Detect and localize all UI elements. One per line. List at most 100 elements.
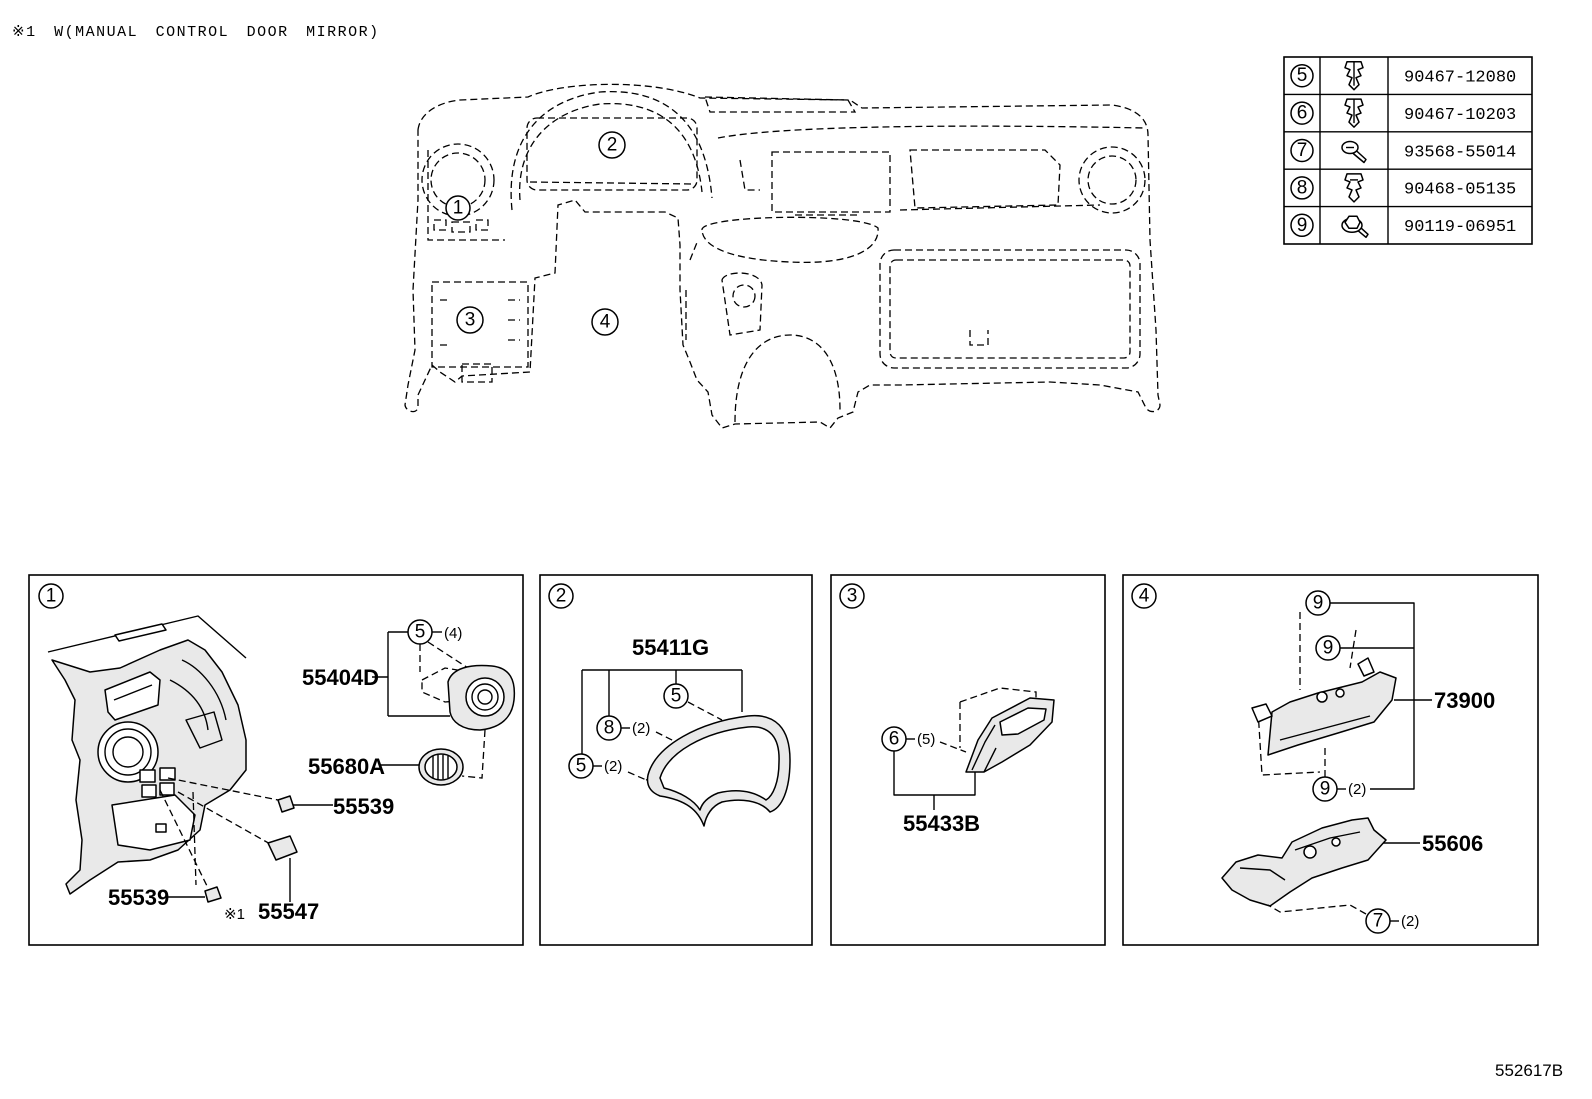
fastener-table: 5 90467-12080 6 90467-10203 7	[1283, 56, 1533, 245]
callout-circle	[663, 683, 689, 709]
assembly-guide-lines	[1257, 612, 1357, 777]
small-clip-hole	[155, 823, 167, 833]
callout-number: 2	[607, 135, 618, 156]
callout-9: 9	[1312, 776, 1338, 802]
center-pocket-outline	[701, 216, 879, 264]
cover-lip	[971, 724, 997, 773]
left-clip-hole	[475, 219, 489, 231]
callout-number: 5	[671, 686, 682, 707]
overview-callout-3: 3	[456, 306, 484, 334]
part-label-55411G: 55411G	[632, 635, 709, 660]
bracket-detail	[185, 711, 223, 749]
part-number: 90119-06951	[1404, 218, 1516, 237]
table-ref-5: 5	[1290, 63, 1314, 88]
knee-panel-section	[111, 794, 196, 851]
switch-base	[267, 835, 298, 861]
dashboard-outline	[404, 83, 1161, 429]
part-label-55433B: 55433B	[903, 811, 980, 836]
callout-number: 3	[465, 310, 476, 331]
quantity-label: (2)	[632, 720, 650, 737]
vent-inner	[424, 753, 458, 781]
table-ref-8: 8	[1290, 176, 1314, 200]
callout-number: 5	[1297, 65, 1308, 86]
callout-circle	[1290, 101, 1314, 125]
clip-icon	[1344, 173, 1364, 203]
center-display-opening	[771, 151, 891, 213]
center-side-lines	[685, 239, 699, 340]
part-number: 93568-55014	[1404, 143, 1516, 162]
table-row: 7 93568-55014	[1290, 138, 1516, 164]
overview-callout-1: 1	[445, 195, 471, 221]
screw-icon	[1341, 140, 1367, 164]
defroster-slot	[704, 96, 857, 113]
detail-panel-1: 1 55404D 5 (4)	[28, 574, 524, 946]
table-row: 5 90467-12080	[1290, 60, 1516, 91]
center-tunnel-arch	[734, 334, 841, 423]
panel-number: 3	[839, 583, 865, 609]
panel-number: 2	[548, 583, 574, 609]
mounting-bracket	[1251, 703, 1273, 723]
part-label-55539: 55539	[333, 794, 394, 819]
bolt-icon	[1341, 215, 1369, 239]
tray-hole	[1331, 837, 1341, 847]
switch-hole	[159, 767, 176, 781]
panel-frame	[830, 574, 1106, 946]
overview-callout-2: 2	[598, 131, 626, 159]
callout-circle	[591, 308, 619, 336]
right-vent-inner	[1087, 155, 1137, 205]
callout-5: 5	[407, 619, 433, 645]
upper-vent-opening	[104, 671, 161, 721]
left-panel-edge	[427, 150, 505, 241]
figure-id: 552617B	[1495, 1061, 1563, 1080]
center-lower-line	[899, 204, 1101, 211]
clip-shape	[1344, 173, 1364, 203]
detail-panel-3: 3 6 (5) 55433B	[830, 574, 1106, 946]
table-row: 6 90467-10203	[1290, 98, 1516, 128]
table-ref-7: 7	[1290, 138, 1314, 163]
callout-circle	[1131, 583, 1157, 609]
table-ref-9: 9	[1290, 213, 1314, 238]
overview-callout-4: 4	[591, 308, 619, 336]
callout-circle	[456, 306, 484, 334]
switch-hole	[159, 782, 175, 796]
assembly-guide-lines	[627, 701, 723, 787]
left-clip-hole	[451, 221, 471, 233]
callout-circle	[38, 583, 64, 609]
callout-number: 8	[1297, 177, 1308, 198]
callout-9: 9	[1305, 590, 1331, 616]
tray-ribs	[1239, 831, 1361, 881]
callout-circle	[839, 583, 865, 609]
under-cover-tray	[1221, 817, 1387, 907]
callout-7: 7	[1365, 908, 1391, 934]
callout-number: 7	[1297, 140, 1308, 161]
clip-icon	[1344, 60, 1364, 91]
panel-crease	[1279, 715, 1371, 741]
callout-circle	[1290, 63, 1314, 88]
callout-number: 1	[453, 198, 464, 219]
glovebox-opening	[879, 249, 1141, 369]
callout-number: 9	[1320, 779, 1331, 800]
left-vent-inner	[430, 152, 486, 208]
part-label-73900: 73900	[1434, 688, 1495, 713]
footnote-mark: ※1	[224, 906, 245, 923]
vent-rib	[113, 684, 153, 701]
callout-9: 9	[1315, 635, 1341, 661]
callout-circle	[548, 583, 574, 609]
assembly-guide-lines	[419, 641, 469, 672]
round-vent-ring	[104, 728, 152, 776]
panel-frame	[1122, 574, 1539, 946]
leader-bracket	[581, 669, 743, 754]
left-clip-hole	[433, 219, 447, 231]
defroster-slot	[114, 623, 167, 642]
round-vent-inner	[112, 736, 144, 768]
glovebox-latch	[969, 330, 989, 346]
part-label-55606: 55606	[1422, 831, 1483, 856]
hood-inner	[659, 726, 780, 811]
quantity-label: (4)	[444, 625, 462, 642]
bolt-hex-head	[1344, 215, 1361, 230]
panel-number: 4	[1131, 583, 1157, 609]
lower-left-panel-outline	[431, 281, 529, 368]
callout-number: 9	[1297, 215, 1308, 236]
switch-hole	[139, 769, 156, 783]
callout-number: 3	[847, 586, 858, 607]
